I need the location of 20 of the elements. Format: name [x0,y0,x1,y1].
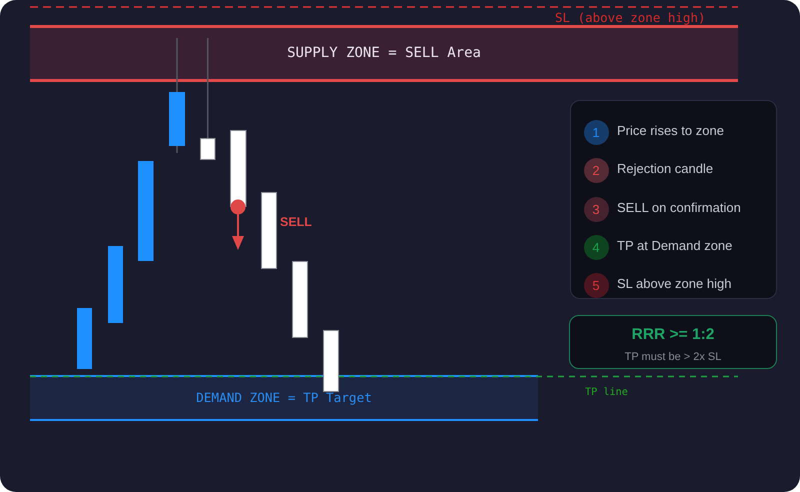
step-number: 1 [584,120,608,144]
step-number: 2 [584,158,608,182]
step-label: Rejection candle [617,162,714,177]
step-number: 3 [584,196,608,222]
ratio-note: TP must be > 2x SL [624,351,722,364]
line-label: TP line [585,387,628,399]
step-number: 5 [584,272,608,298]
line-label: SL (above zone high) [555,11,706,26]
step-number: 4 [584,234,608,260]
demand-zone-band [30,375,538,421]
zone-label: DEMAND ZONE = TP Target [196,390,372,406]
zone-label: SUPPLY ZONE = SELL Area [287,45,481,62]
step-label: Price rises to zone [617,124,724,139]
info-card [569,315,777,369]
supply-zone-band [30,25,738,82]
step-label: SELL on confirmation [617,201,741,216]
step-label: SL above zone high [617,277,732,292]
ratio-heading: RRR >= 1:2 [632,326,714,344]
legend-panel [570,100,777,299]
step-label: TP at Demand zone [617,239,732,254]
